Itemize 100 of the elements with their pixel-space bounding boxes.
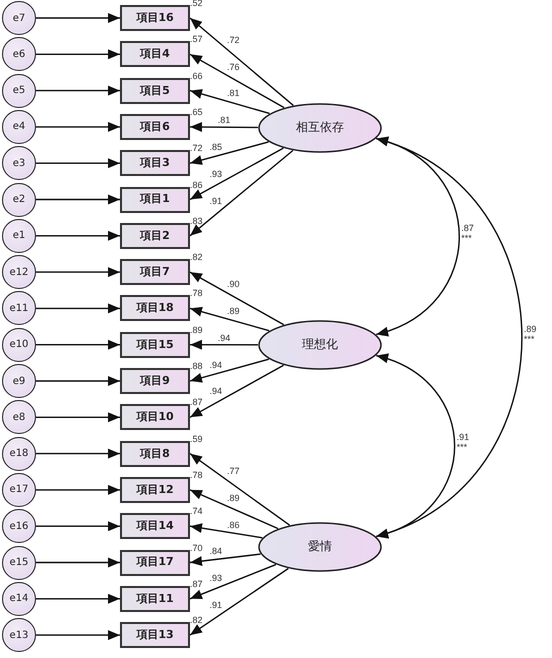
error-label: e12 [10,266,28,278]
error-circle [2,582,36,616]
item-label: 項目18 [136,302,174,314]
item-label: 項目5 [140,84,170,97]
item-label: 項目3 [140,157,170,170]
error-circle [2,436,36,471]
arrow [190,358,270,383]
arrow [36,49,120,60]
factor-label: 理想化 [302,338,338,352]
item-label: 項目16 [136,12,174,24]
r-squared-value: .66 [190,70,203,81]
arrow [36,594,120,604]
edge-label: .85 [208,142,222,152]
arrow [36,13,120,23]
arrow [190,364,284,418]
edge-label: .89 [227,492,241,504]
arrow [36,303,120,314]
edge-label: .81 [227,88,241,99]
r-squared-value: .57 [190,34,203,44]
item-label: 項目13 [136,629,174,642]
r-squared-value: .52 [190,0,203,8]
r-squared-value: .70 [190,542,203,552]
item-label: 項目4 [140,48,170,60]
error-label: e16 [10,520,28,532]
edge-label: .93 [208,573,222,584]
r-squared-value: .87 [190,578,203,589]
arrow [190,122,258,132]
error-circle [2,546,36,580]
error-label: e17 [10,484,28,496]
error-circle [2,74,36,108]
r-squared-value: .82 [190,252,203,262]
error-circle [2,472,36,507]
edge-label: .86 [227,520,241,530]
r-squared-value: .86 [190,180,203,190]
edge-label: .93 [208,168,222,180]
item-label: 項目11 [136,592,174,605]
error-label: e14 [10,593,28,604]
error-circle [2,328,36,362]
arrow [190,523,262,538]
covariance-arrow [376,138,460,336]
error-label: e18 [10,448,28,460]
arrow [190,453,290,526]
item-label: 項目14 [136,520,174,532]
error-label: e6 [12,48,26,60]
error-circle [2,1,36,35]
edge-label: .91 [208,196,222,206]
arrow [190,89,270,114]
factor-label: 愛情 [308,540,332,554]
error-circle [2,218,36,253]
arrow [36,412,120,422]
item-label: 項目15 [136,338,174,351]
edge-label: .87 *** [461,222,475,244]
arrow [36,230,120,241]
edge-label: .76 [227,62,241,72]
arrow [190,148,284,200]
r-squared-value: .83 [190,216,203,226]
error-label: e9 [12,376,26,386]
item-label: 項目8 [140,448,170,460]
r-squared-value: .88 [190,361,203,371]
item-label: 項目2 [140,230,170,242]
arrow [36,267,120,278]
covariance-arrow [376,138,522,538]
error-label: e15 [10,557,28,568]
error-label: e4 [12,121,26,132]
edge-label: .94 [208,360,222,370]
arrow [190,54,284,108]
r-squared-value: .82 [190,615,203,626]
r-squared-value: .89 [190,324,203,335]
arrow [36,376,120,386]
arrow [36,340,120,350]
arrow [36,122,120,132]
edge-label: .81 [216,115,232,126]
arrow [36,558,120,568]
item-label: 項目1 [140,193,170,206]
arrow [36,630,120,640]
edge-label: .72 [227,34,241,46]
arrow [190,564,276,600]
error-label: e7 [12,12,26,24]
error-circle [2,255,36,290]
error-circle [2,146,36,180]
item-label: 項目6 [140,120,170,133]
error-circle [2,110,36,144]
arrow [190,568,289,636]
arrow [190,306,270,332]
factor-label: 相互依存 [296,121,344,135]
item-label: 項目12 [136,484,174,496]
item-label: 項目7 [140,266,170,278]
arrow [36,158,120,168]
error-circle [2,291,36,326]
arrow [190,17,294,106]
arrow [190,553,261,566]
arrow [36,194,120,204]
item-label: 項目10 [136,411,174,424]
error-label: e13 [10,630,28,641]
error-label: e8 [12,412,26,423]
edge-label: .90 [227,279,241,290]
error-circle [2,182,36,216]
error-label: e1 [12,230,26,242]
covariance-arrow [376,354,456,538]
r-squared-value: .72 [190,143,203,154]
